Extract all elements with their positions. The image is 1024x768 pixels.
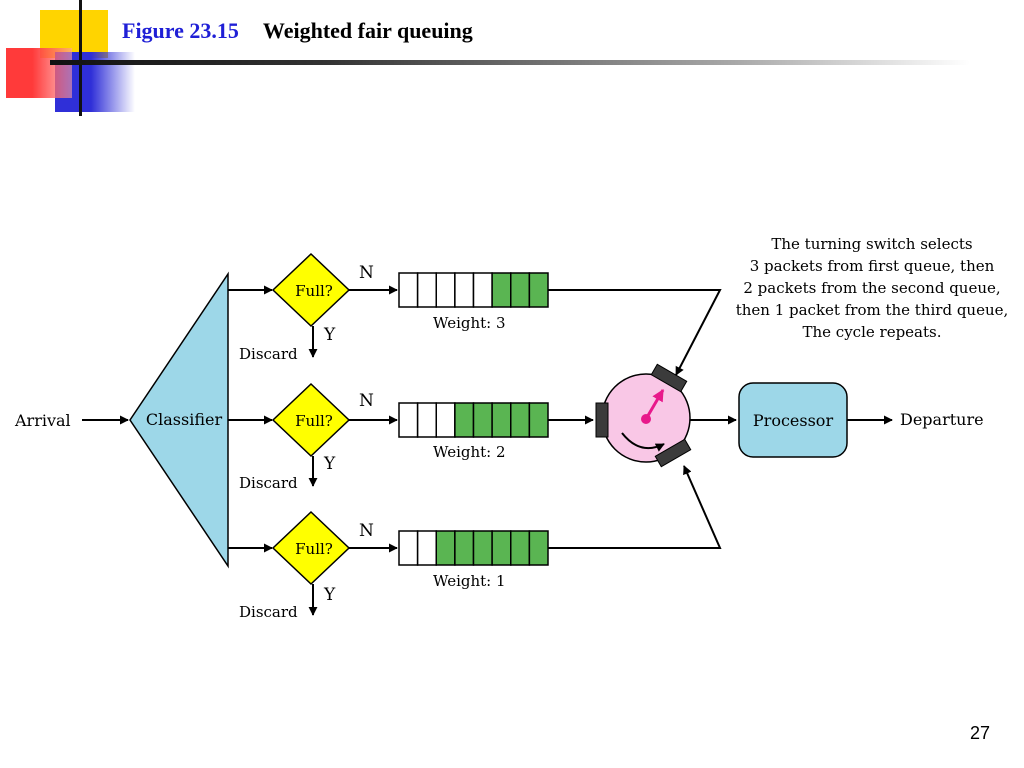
note-line: The turning switch selects: [771, 235, 972, 253]
weight-label: Weight: 3: [433, 314, 506, 332]
departure-label: Departure: [900, 410, 984, 429]
switch-note: The turning switch selects 3 packets fro…: [736, 235, 1009, 341]
queue-row-2: Full? N Y Discard Weight: 2: [228, 382, 594, 492]
queue-slot-filled: [491, 530, 512, 566]
yes-label: Y: [323, 325, 336, 345]
yes-label: Y: [323, 585, 336, 605]
queue-slot-filled: [491, 272, 512, 308]
corner-vertical-line: [79, 0, 82, 116]
full-decision-diamond: [271, 252, 351, 328]
slide-title: Figure 23.15 Weighted fair queuing: [122, 18, 473, 44]
queue-row-3: Full? N Y Discard Weight: 1: [228, 465, 722, 621]
full-decision-label: Full?: [295, 282, 333, 300]
queue-row-1: Full? N Y Discard Weight: 3: [228, 252, 722, 376]
discard-label: Discard: [239, 603, 298, 621]
full-decision-diamond: [271, 510, 351, 586]
weight-label: Weight: 1: [433, 572, 506, 590]
note-line: 3 packets from first queue, then: [750, 257, 995, 275]
switch-input-port-2: [595, 402, 609, 438]
note-line: 2 packets from the second queue,: [743, 279, 1000, 297]
switch-needle: [644, 388, 665, 420]
queue-slot-filled: [510, 530, 531, 566]
queue-buffer: [398, 402, 549, 438]
discard-label: Discard: [239, 474, 298, 492]
full-decision-diamond: [271, 382, 351, 458]
switch-pivot: [641, 414, 651, 424]
figure-number: Figure 23.15: [122, 18, 239, 43]
queue-slot-empty: [398, 402, 419, 438]
queue-to-switch-line: [548, 465, 722, 549]
queue-slot-filled: [528, 402, 549, 438]
rotation-arrow: [621, 432, 665, 452]
switch-input-port-1: [650, 363, 688, 393]
queue-slot-empty: [398, 530, 419, 566]
queue-slot-filled: [454, 402, 475, 438]
queue-buffer: [398, 530, 549, 566]
arrival-label: Arrival: [14, 411, 71, 430]
classifier-label: Classifier: [146, 410, 223, 429]
weight-label: Weight: 2: [433, 443, 506, 461]
queue-slot-filled: [454, 530, 475, 566]
queue-slot-empty: [416, 402, 437, 438]
queue-slot-empty: [398, 272, 419, 308]
switch-input-port-3: [654, 438, 692, 468]
queue-slot-empty: [472, 272, 493, 308]
queue-slot-empty: [435, 272, 456, 308]
queue-slot-empty: [454, 272, 475, 308]
no-label: N: [359, 391, 374, 411]
page-number: 27: [969, 723, 990, 743]
queue-slot-filled: [491, 402, 512, 438]
queue-to-switch-line: [548, 289, 722, 376]
full-decision-label: Full?: [295, 540, 333, 558]
note-line: then 1 packet from the third queue,: [736, 301, 1009, 319]
queue-slot-empty: [416, 530, 437, 566]
queue-slot-filled: [528, 272, 549, 308]
processor-label: Processor: [753, 411, 834, 430]
full-decision-label: Full?: [295, 412, 333, 430]
discard-label: Discard: [239, 345, 298, 363]
queue-slot-filled: [510, 402, 531, 438]
queue-slot-empty: [435, 402, 456, 438]
queue-slot-filled: [472, 402, 493, 438]
no-label: N: [359, 521, 374, 541]
queue-slot-filled: [472, 530, 493, 566]
queue-slot-filled: [528, 530, 549, 566]
title-rule: [50, 60, 970, 65]
note-line: The cycle repeats.: [803, 323, 942, 341]
queue-slot-filled: [510, 272, 531, 308]
corner-red-block: [6, 48, 72, 98]
no-label: N: [359, 263, 374, 283]
turning-switch: [595, 363, 692, 468]
queue-slot-empty: [416, 272, 437, 308]
figure-title: Weighted fair queuing: [262, 18, 473, 43]
queue-slot-filled: [435, 530, 456, 566]
yes-label: Y: [323, 454, 336, 474]
queue-buffer: [398, 272, 549, 308]
